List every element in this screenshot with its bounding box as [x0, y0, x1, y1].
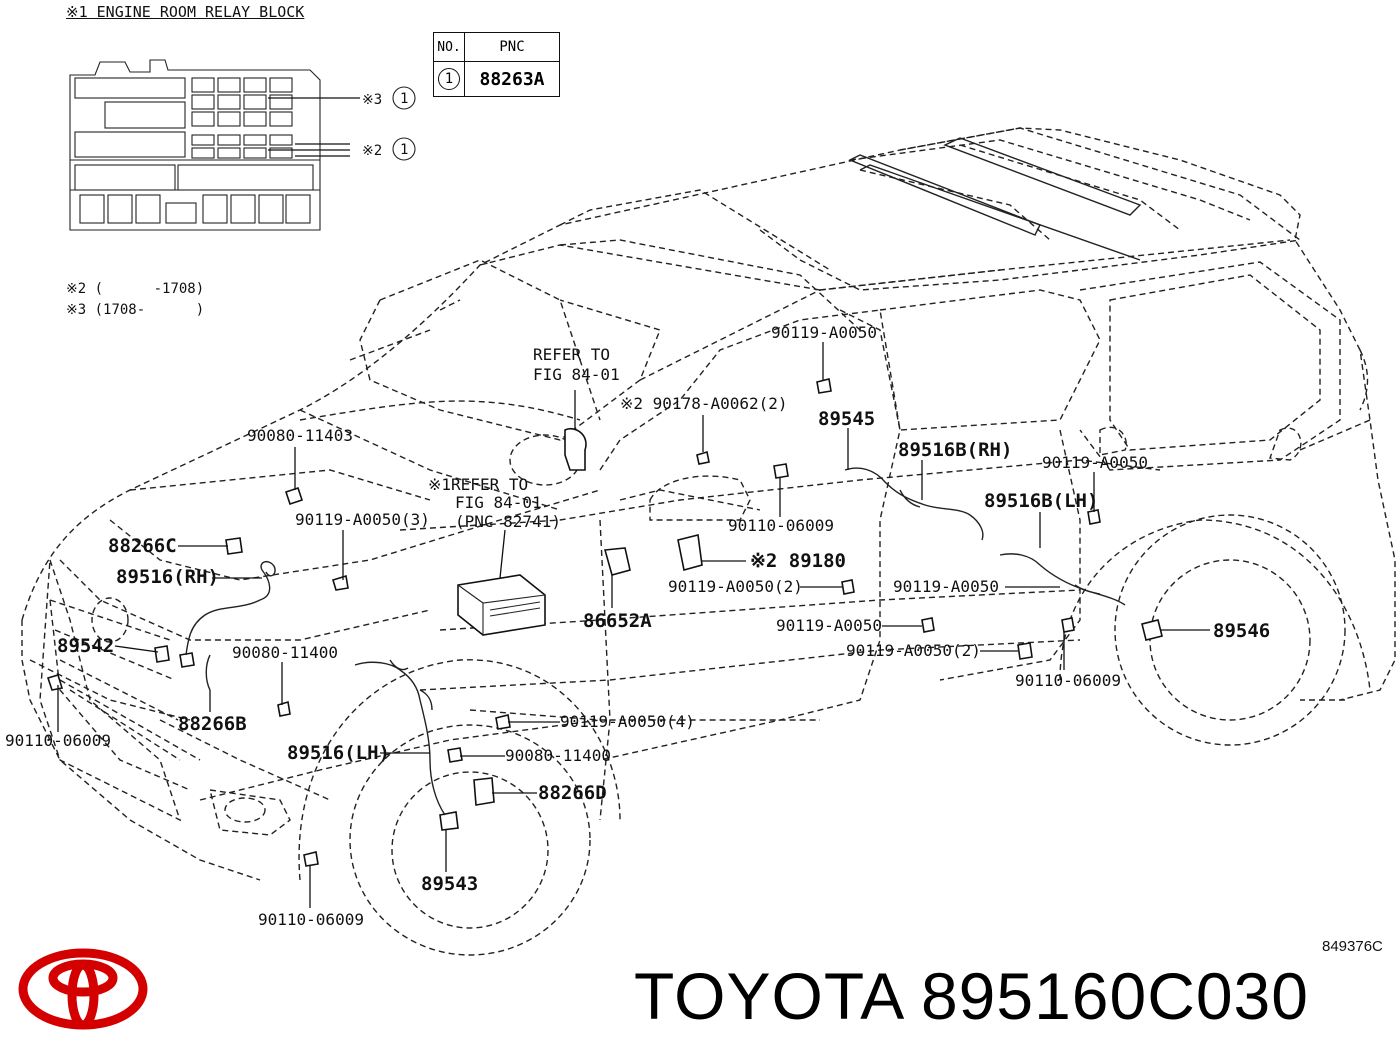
note-3: ※3 (1708- )	[66, 302, 205, 318]
label-88266B: 88266B	[178, 713, 247, 735]
label-86652A: 86652A	[583, 610, 652, 632]
refer-b-line2: FIG 84-01	[455, 493, 542, 512]
label-90119-A0050-2b: 90119-A0050(2)	[846, 641, 981, 660]
label-90119-A0050-3: 90119-A0050(3)	[295, 510, 430, 529]
label-88266C: 88266C	[108, 535, 177, 557]
label-90080-11400-b: 90080-11400	[505, 746, 611, 765]
label-90119-A0050-2a: 90119-A0050(2)	[668, 577, 803, 596]
label-90080-11403: 90080-11403	[247, 426, 353, 445]
label-89516B-RH: 89516B(RH)	[898, 439, 1012, 461]
label-90119-A0050-4: 90119-A0050(4)	[560, 712, 695, 731]
relay-block-title: ※1 ENGINE ROOM RELAY BLOCK	[66, 3, 305, 21]
ecu-module	[457, 574, 546, 636]
label-89545: 89545	[818, 408, 875, 430]
pnc-row-pnc: 88263A	[464, 61, 560, 97]
label-90110-06009-c: 90110-06009	[728, 516, 834, 535]
toyota-logo-icon	[18, 948, 148, 1030]
label-89516-RH: 89516(RH)	[116, 566, 219, 588]
label-89543: 89543	[421, 873, 478, 895]
label-90080-11400-a: 90080-11400	[232, 643, 338, 662]
note-2: ※2 ( -1708)	[66, 281, 205, 297]
brand-part-number: TOYOTA 895160C030	[634, 959, 1309, 1033]
date-notes: ※2 ( -1708) ※3 (1708- )	[66, 279, 204, 321]
label-89542: 89542	[57, 635, 114, 657]
refer-b-line3: (PNC 82741)	[455, 512, 561, 531]
label-88266D: 88266D	[538, 782, 607, 804]
label-89516-LH: 89516(LH)	[287, 742, 390, 764]
label-90119-A0050-right: 90119-A0050	[1042, 453, 1148, 472]
label-90178-A0062: ※2 90178-A0062(2)	[620, 394, 788, 413]
parts	[46, 378, 1163, 867]
callout-circle-1b	[392, 137, 416, 161]
refer-a-line2: FIG 84-01	[533, 365, 620, 384]
label-90119-A0050-mid: 90119-A0050	[893, 577, 999, 596]
leader-lines	[57, 342, 1210, 908]
refer-b-line1: ※1REFER TO	[428, 475, 528, 494]
roof-rack	[848, 137, 1142, 261]
label-90110-06009-a: 90110-06009	[5, 731, 111, 750]
pnc-table: NO. PNC 1 88263A	[433, 32, 560, 97]
vehicle-body-outline	[21, 127, 1396, 956]
relay-callout-num-1b: 1	[400, 142, 408, 158]
pnc-header-no: NO.	[433, 32, 465, 62]
pnc-row-no-cell: 1	[433, 61, 465, 97]
callout-labels: REFER TO FIG 84-01 ※1REFER TO FIG 84-01 …	[5, 323, 1270, 929]
relay-marker-3: ※3	[362, 92, 382, 108]
label-90119-A0050-top: 90119-A0050	[771, 323, 877, 342]
pnc-header-pnc: PNC	[464, 32, 560, 62]
callout-circle-1a	[392, 86, 416, 110]
document-id: 849376C	[1322, 938, 1383, 955]
label-90119-A0050-low: 90119-A0050	[776, 616, 882, 635]
relay-callout-num-1a: 1	[400, 91, 408, 107]
pnc-row-no: 1	[438, 68, 460, 90]
label-89546: 89546	[1213, 620, 1270, 642]
label-90110-06009-b: 90110-06009	[258, 910, 364, 929]
label-89516B-LH: 89516B(LH)	[984, 490, 1098, 512]
relay-marker-2: ※2	[362, 143, 382, 159]
label-89180: ※2 89180	[750, 550, 846, 572]
label-90110-06009-d: 90110-06009	[1015, 671, 1121, 690]
relay-block-drawing	[69, 59, 360, 231]
refer-a-line1: REFER TO	[533, 345, 610, 364]
